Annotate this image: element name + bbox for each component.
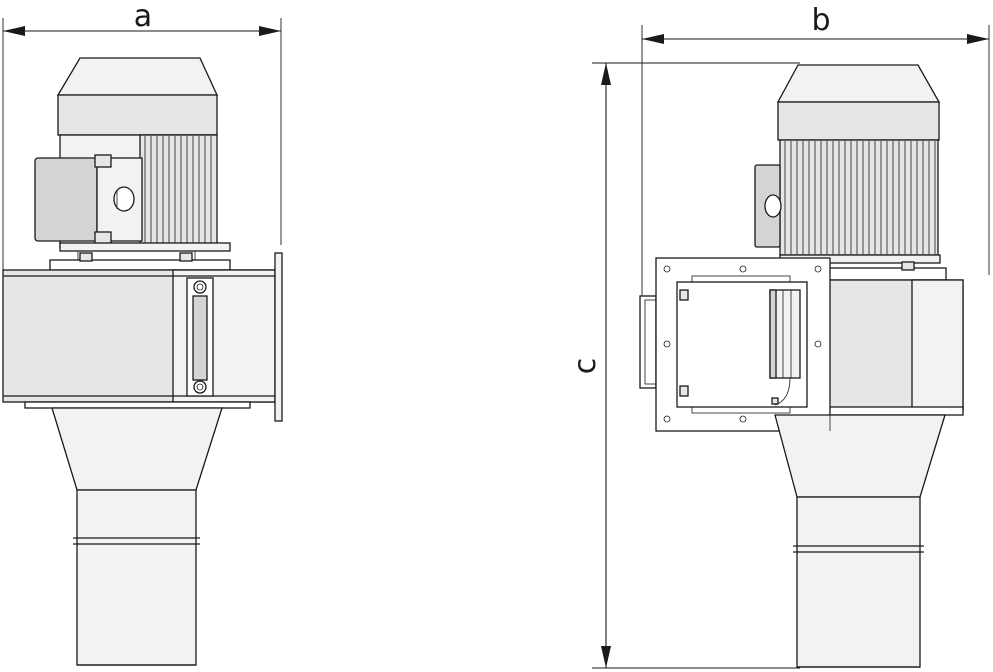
cooling-fins xyxy=(144,136,212,246)
side-view: b c xyxy=(568,3,990,669)
inlet-flange xyxy=(639,257,831,432)
dimension-c-label: c xyxy=(568,358,603,375)
motor-cap-side xyxy=(776,64,941,141)
terminal-box-side xyxy=(754,164,782,248)
fan-housing-side xyxy=(827,279,964,416)
outlet-pipe-side xyxy=(793,496,924,668)
dimension-b-label: b xyxy=(811,3,830,38)
dimension-a: a xyxy=(2,0,282,270)
dimension-b: b xyxy=(641,3,990,296)
outlet-pipe xyxy=(73,489,200,666)
motor-flange xyxy=(49,242,231,271)
outlet-cone-side xyxy=(774,414,946,498)
fan-housing xyxy=(2,252,283,422)
motor-cap xyxy=(56,57,219,136)
dimension-c: c xyxy=(568,62,800,669)
front-view: a xyxy=(2,0,283,666)
terminal-box xyxy=(34,154,143,245)
dimension-a-label: a xyxy=(134,0,152,34)
outlet-cone xyxy=(24,401,251,491)
cooling-fins-side xyxy=(784,141,936,254)
motor-body-side xyxy=(779,139,939,256)
